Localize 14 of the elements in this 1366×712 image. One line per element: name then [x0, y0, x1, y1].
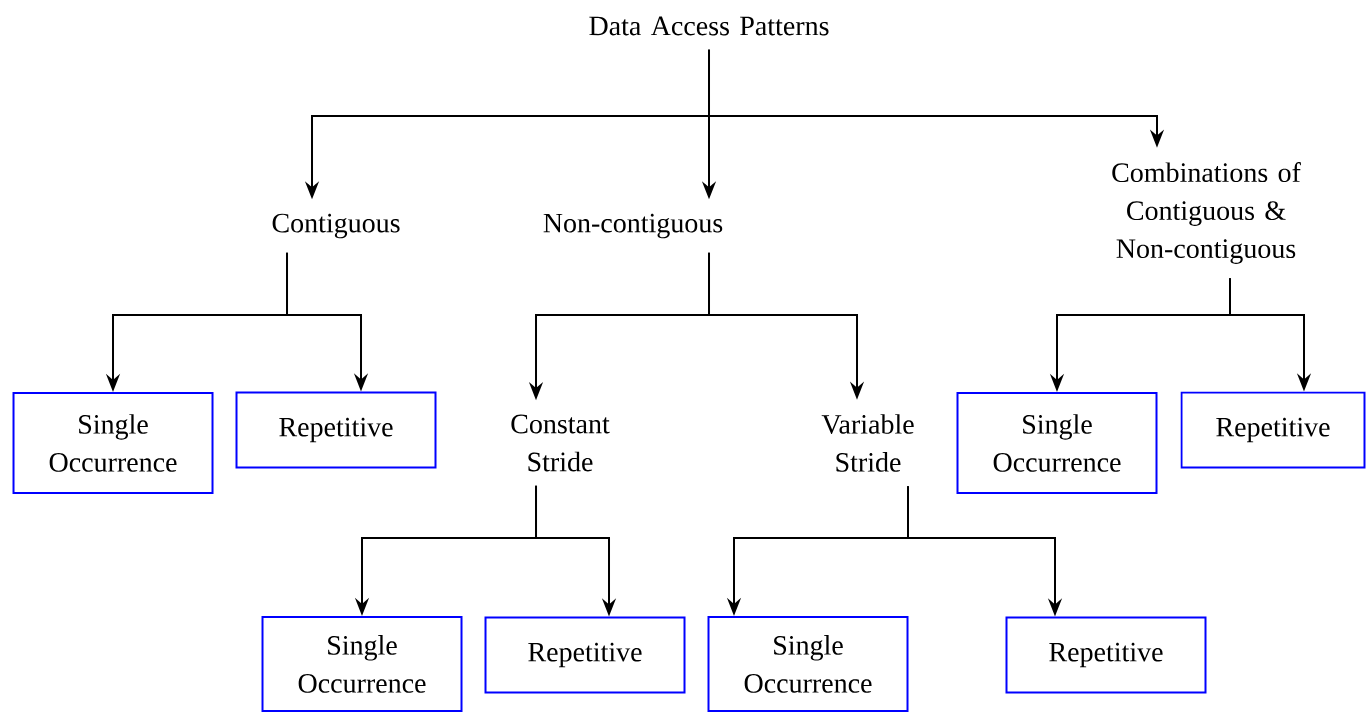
category-label: Variable Stride	[821, 414, 914, 472]
category-label: Contiguous	[272, 213, 400, 239]
category-box: Repetitive	[484, 616, 686, 694]
category-box: Single Occurrence	[707, 616, 909, 712]
category-box: Single Occurrence	[956, 392, 1158, 494]
category-box: Single Occurrence	[12, 392, 214, 494]
category-label: Non-contiguous	[543, 213, 723, 239]
category-label: Combinations of Contiguous & Non-contiguous	[1112, 162, 1301, 264]
category-box: Single Occurrence	[261, 616, 463, 712]
category-box: Repetitive	[1180, 391, 1366, 469]
category-label: Constant Stride	[511, 414, 610, 472]
category-box: Repetitive	[235, 391, 437, 469]
category-label: Data Access Patterns	[589, 16, 829, 36]
category-box: Repetitive	[1005, 616, 1207, 694]
